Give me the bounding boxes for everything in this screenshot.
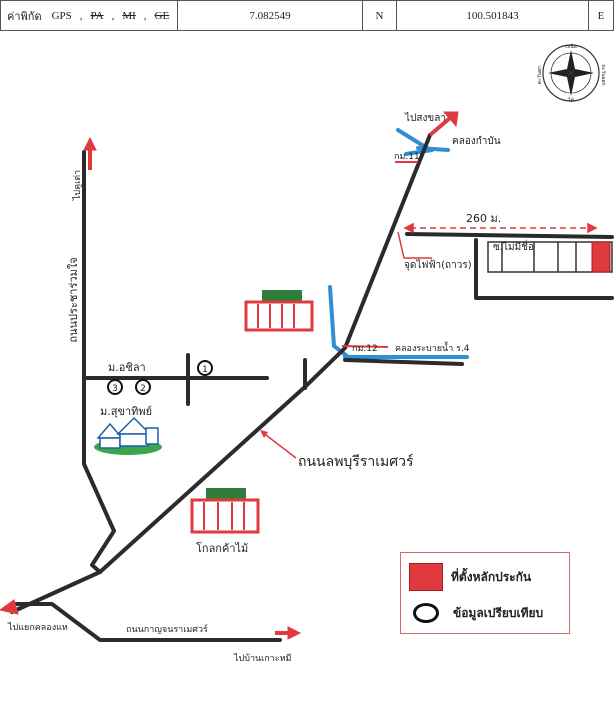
label-kanjanaramesuan-road: ถนนกาญจนราเมศวร์	[126, 623, 208, 635]
comparable-marker-2	[135, 379, 151, 395]
prachaaruamjai-road	[82, 150, 116, 574]
label-power-pole: จุดไฟฟ้า(ถาวร)	[404, 259, 472, 271]
shophouse-upper-icon	[244, 290, 314, 332]
wood-warehouse-icon	[190, 488, 260, 534]
soi-road	[405, 232, 614, 239]
label-prachaaruamjai-road: ถนนประชาร่วมใจ	[67, 257, 80, 342]
legend-subject-label: ที่ตั้งหลักประกัน	[451, 569, 532, 584]
main-road-pointer	[261, 431, 297, 459]
arrowhead-songkhla-icon	[442, 111, 459, 128]
system-mi: MI	[122, 9, 136, 22]
label-main-road: ถนนลพบุรีราเมศวร์	[298, 453, 414, 470]
kanjanaramesuan-road	[10, 602, 282, 642]
system-gps: GPS	[51, 9, 72, 22]
latitude-direction: N	[363, 1, 397, 30]
longitude-value: 100.501843	[397, 1, 589, 30]
compass-north: เหนือ	[565, 43, 576, 50]
power-pole-callout	[397, 231, 432, 259]
marker-3-number: 3	[112, 384, 118, 394]
label-m-sukhathip: ม.สุขาทิพย์	[100, 405, 152, 418]
longitude-direction: E	[597, 9, 605, 22]
legend-comparable-circle-icon	[413, 603, 439, 623]
latitude-value: 7.082549	[178, 1, 363, 30]
soi-branch	[474, 238, 614, 300]
system-ge: GE	[154, 9, 170, 22]
compass-south: ใต้	[568, 97, 574, 104]
compass-west: ตะวันตก	[537, 66, 543, 84]
label-to-yaek-khlong-hae: ไปแยกคลองแห	[7, 622, 68, 633]
main-road-pointer-icon	[260, 430, 268, 438]
label-wood-warehouse: โกลกค้าไม้	[196, 541, 248, 555]
label-km11: กม.11	[394, 152, 420, 162]
arrow-to-songkhla-icon	[428, 116, 452, 137]
distance-arrow-left-icon	[403, 222, 414, 234]
compass-east: ตะวันออก	[600, 64, 606, 85]
canal-kamban-left	[404, 148, 434, 156]
label-to-ban-ko-mi: ไปบ้านเกาะหมี	[233, 653, 292, 664]
marker-1-number: 1	[202, 365, 208, 375]
housing-estate-icon	[94, 416, 162, 455]
side-road-km12	[343, 358, 464, 366]
coordinate-label-cell: ค่าพิกัด GPS , PA , MI , GE	[1, 1, 178, 30]
label-km12: กม.12	[352, 344, 378, 354]
map-legend: ที่ตั้งหลักประกัน ข้อมูลเปรียบเทียบ	[400, 552, 570, 634]
comparable-marker-1	[197, 360, 213, 376]
arrowhead-khutao-icon	[83, 136, 97, 151]
system-pa: PA	[90, 9, 104, 22]
legend-subject-swatch-icon	[409, 563, 443, 591]
label-distance: 260 ม.	[466, 212, 501, 225]
label-khlong-drain: คลองระบายน้ำ ร.4	[395, 341, 470, 354]
legend-comparable-row: ข้อมูลเปรียบเทียบ	[409, 603, 543, 623]
marker-2-number: 2	[140, 384, 146, 394]
label-to-songkhla: ไปสงขลา	[404, 112, 446, 124]
label-m-achira: ม.อชิลา	[108, 361, 146, 374]
comparable-marker-3	[107, 379, 123, 395]
subject-lot-icon	[591, 241, 611, 273]
legend-subject-row: ที่ตั้งหลักประกัน	[409, 563, 531, 591]
main-road	[10, 133, 432, 614]
coordinate-header: ค่าพิกัด GPS , PA , MI , GE 7.082549 N 1…	[0, 0, 614, 31]
legend-comparable-label: ข้อมูลเปรียบเทียบ	[453, 605, 544, 620]
location-map: เหนือ ใต้ ตะวันออก ตะวันตก	[0, 43, 614, 664]
arrowhead-ko-mi-icon	[287, 626, 302, 640]
label-to-khutao: ไปคูเต่า	[72, 170, 83, 201]
subject-building-row	[487, 241, 613, 273]
label-khlong-kamban: คลองกำบัน	[452, 136, 501, 147]
km12-marker	[341, 345, 389, 348]
distance-arrow-right-icon	[587, 222, 598, 234]
arrow-to-yaek-icon	[0, 599, 19, 615]
compass-rose-icon: เหนือ ใต้ ตะวันออก ตะวันตก	[537, 43, 606, 104]
label-soi: ซ.ไม่มีชื่อ	[493, 239, 534, 253]
coordinate-label: ค่าพิกัด	[7, 10, 42, 23]
